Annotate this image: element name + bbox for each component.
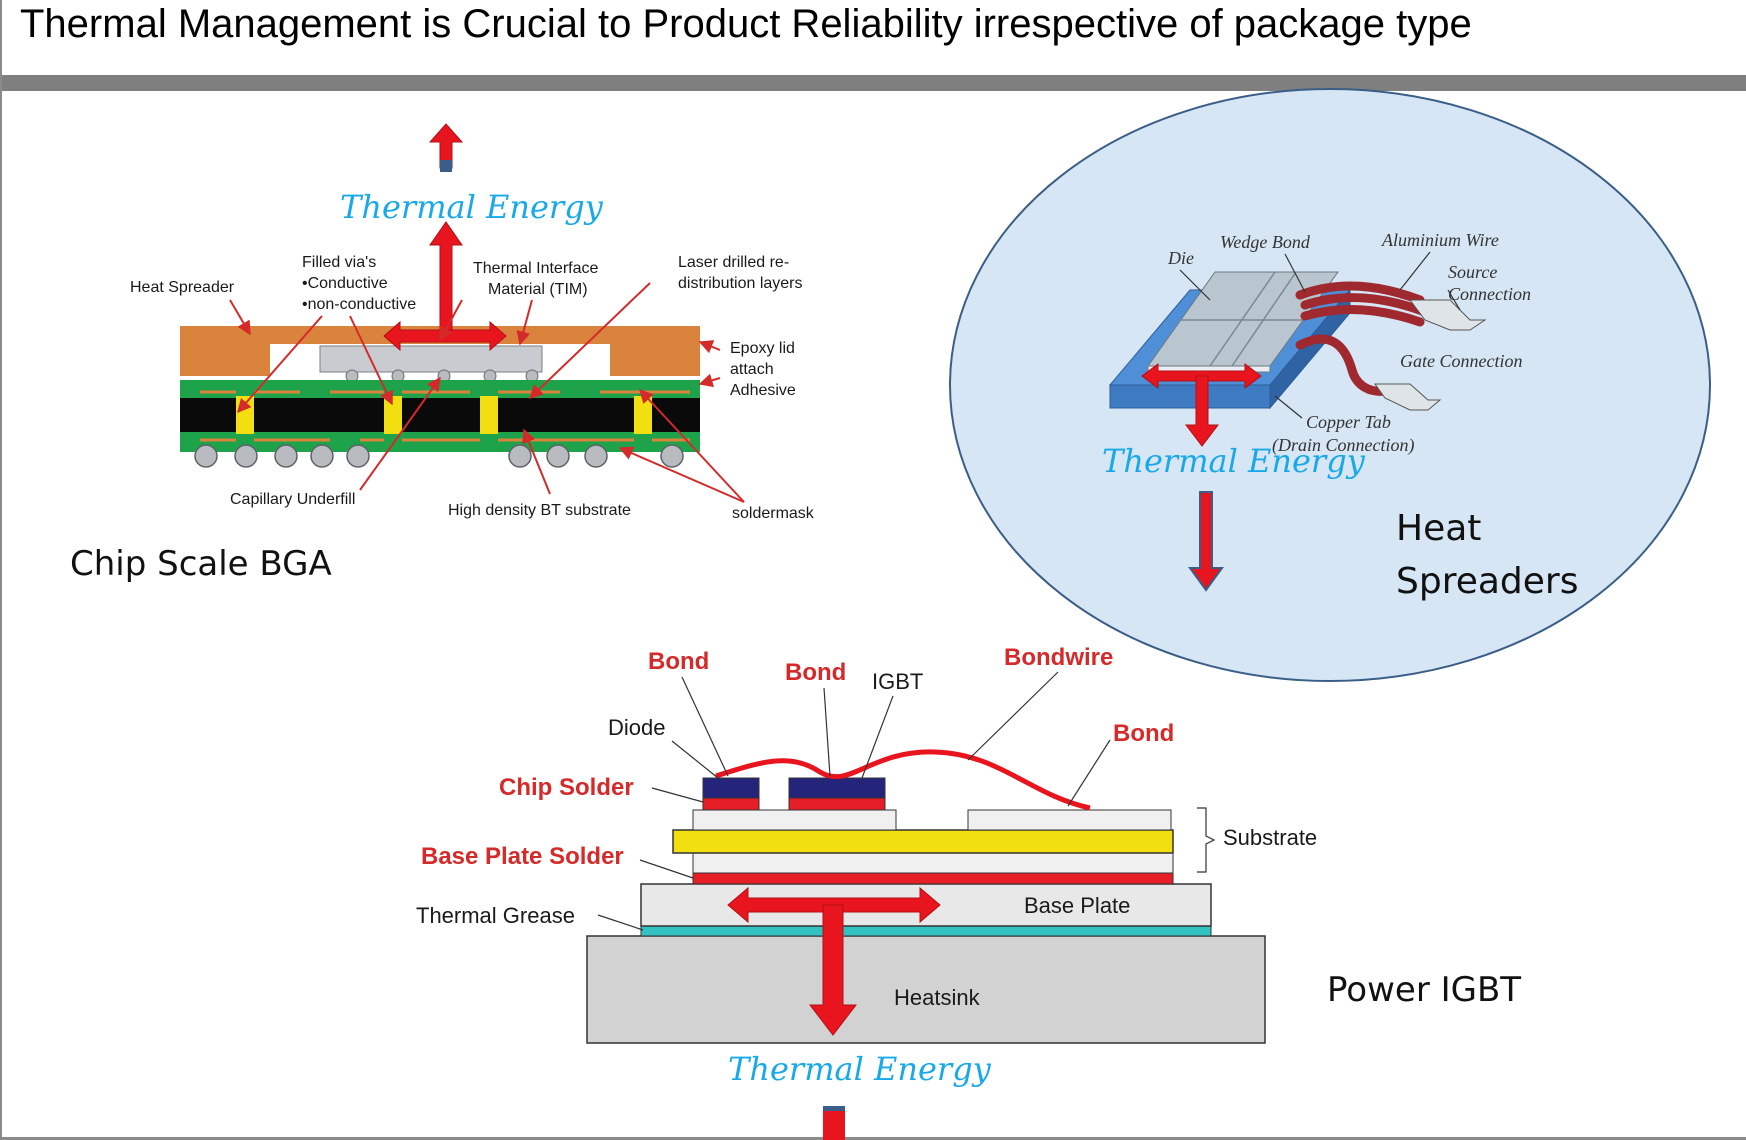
hs-label-copper-tab: Copper Tab xyxy=(1306,412,1391,432)
bottom-border xyxy=(0,1137,1746,1140)
die-grid-lines xyxy=(1180,271,1302,367)
igbt-module-diagram: Thermal Energy Bond Bond IGBT Bondwire D… xyxy=(416,644,1521,1140)
bga-leader-lines xyxy=(229,282,745,503)
heat-spreader-down-arrow xyxy=(1184,375,1220,447)
hs-label-source-1: Source xyxy=(1448,262,1497,282)
igbt-label-base-plate-solder: Base Plate Solder xyxy=(421,843,624,870)
hs-label-source-2: Connection xyxy=(1448,284,1531,304)
igbt-caption: Power IGBT xyxy=(1327,970,1521,1010)
bga-label-epoxy-2: attach xyxy=(730,361,774,378)
source-lead xyxy=(1409,299,1487,331)
copper-tab-front xyxy=(1109,384,1271,409)
substrate-upper-pad-right xyxy=(967,809,1172,831)
igbt-bottom-arrow-stub xyxy=(823,1106,845,1140)
bga-up-arrow xyxy=(429,221,463,336)
igbt-bottom-arrow-cap xyxy=(823,1106,845,1111)
igbt-label-thermal-grease: Thermal Grease xyxy=(416,903,575,928)
hs-leader-lines xyxy=(1179,251,1461,419)
bga-label-laser-2: distribution layers xyxy=(678,275,803,292)
left-border xyxy=(0,0,2,1140)
igbt-label-heatsink: Heatsink xyxy=(894,985,981,1010)
hs-label-die: Die xyxy=(1167,248,1194,268)
heat-spreader-thermal-energy-label: Thermal Energy xyxy=(1102,442,1366,480)
heat-spreader-diagram: Thermal Energy Die Wedge Bond Aluminium … xyxy=(949,88,1711,682)
thermal-grease-layer xyxy=(640,925,1212,937)
bga-package-diagram: Thermal Energy Heat Spreader Filled via'… xyxy=(70,123,815,584)
heat-spreader-ellipse xyxy=(949,88,1711,682)
igbt-label-bondwire: Bondwire xyxy=(1004,644,1113,671)
diode-chip-solder xyxy=(702,797,760,811)
bga-label-laser-1: Laser drilled re- xyxy=(678,254,789,271)
bga-label-tim-1: Thermal Interface xyxy=(473,260,598,277)
igbt-label-substrate: Substrate xyxy=(1223,825,1317,850)
substrate-ceramic xyxy=(672,829,1174,854)
bga-label-bt-substrate: High density BT substrate xyxy=(448,502,631,519)
bga-thermal-energy-label: Thermal Energy xyxy=(340,188,604,226)
igbt-label-bond-1: Bond xyxy=(648,648,709,675)
igbt-down-arrow xyxy=(808,904,858,1036)
hs-caption-heat: Heat xyxy=(1396,508,1481,549)
bga-top-arrow-tail xyxy=(440,160,452,172)
title-divider-bar xyxy=(0,75,1746,91)
hs-label-drain-connection: (Drain Connection) xyxy=(1272,435,1414,456)
bga-label-conductive: •Conductive xyxy=(302,275,388,292)
igbt-label-bond-2: Bond xyxy=(785,659,846,686)
gate-lead xyxy=(1374,383,1442,411)
bga-solder-balls xyxy=(194,444,684,468)
bga-caption: Chip Scale BGA xyxy=(70,544,332,584)
bga-label-heat-spreader: Heat Spreader xyxy=(130,279,235,296)
aluminium-wires xyxy=(1295,281,1430,396)
bga-label-epoxy-3: Adhesive xyxy=(730,382,796,399)
bga-label-soldermask: soldermask xyxy=(732,505,815,522)
hs-label-wedge-bond: Wedge Bond xyxy=(1220,232,1311,252)
bga-die xyxy=(319,345,543,373)
hs-label-gate-connection: Gate Connection xyxy=(1400,351,1522,371)
bga-flip-chip-bumps xyxy=(345,369,539,383)
igbt-label-diode: Diode xyxy=(608,715,665,740)
bga-label-epoxy-1: Epoxy lid xyxy=(730,340,795,357)
igbt-label-base-plate: Base Plate xyxy=(1024,893,1130,918)
diode-chip xyxy=(702,777,760,799)
igbt-chip-solder xyxy=(788,797,886,811)
igbt-label-igbt: IGBT xyxy=(872,669,923,694)
bga-label-filled-vias: Filled via's xyxy=(302,254,376,271)
igbt-chip xyxy=(788,777,886,799)
igbt-label-bond-3: Bond xyxy=(1113,720,1174,747)
hs-label-aluminium-wire: Aluminium Wire xyxy=(1381,230,1499,250)
igbt-bondwire xyxy=(715,749,1091,811)
igbt-label-chip-solder: Chip Solder xyxy=(499,774,634,801)
hs-caption-spreaders: Spreaders xyxy=(1396,561,1578,602)
igbt-leader-lines xyxy=(597,671,1216,931)
page-title: Thermal Management is Crucial to Product… xyxy=(20,2,1472,46)
bga-label-capillary-underfill: Capillary Underfill xyxy=(230,491,355,508)
igbt-thermal-energy-label: Thermal Energy xyxy=(728,1050,992,1088)
bga-label-non-conductive: •non-conductive xyxy=(302,296,416,313)
bga-bt-core xyxy=(180,398,700,432)
base-plate-solder-layer xyxy=(692,872,1174,885)
bga-thermal-arrows xyxy=(383,123,507,352)
heat-spreader-lower-arrow xyxy=(1188,491,1224,592)
bga-label-tim-2: Material (TIM) xyxy=(488,281,588,298)
substrate-upper-pad-left xyxy=(692,809,897,831)
substrate-lower-copper xyxy=(692,852,1174,874)
